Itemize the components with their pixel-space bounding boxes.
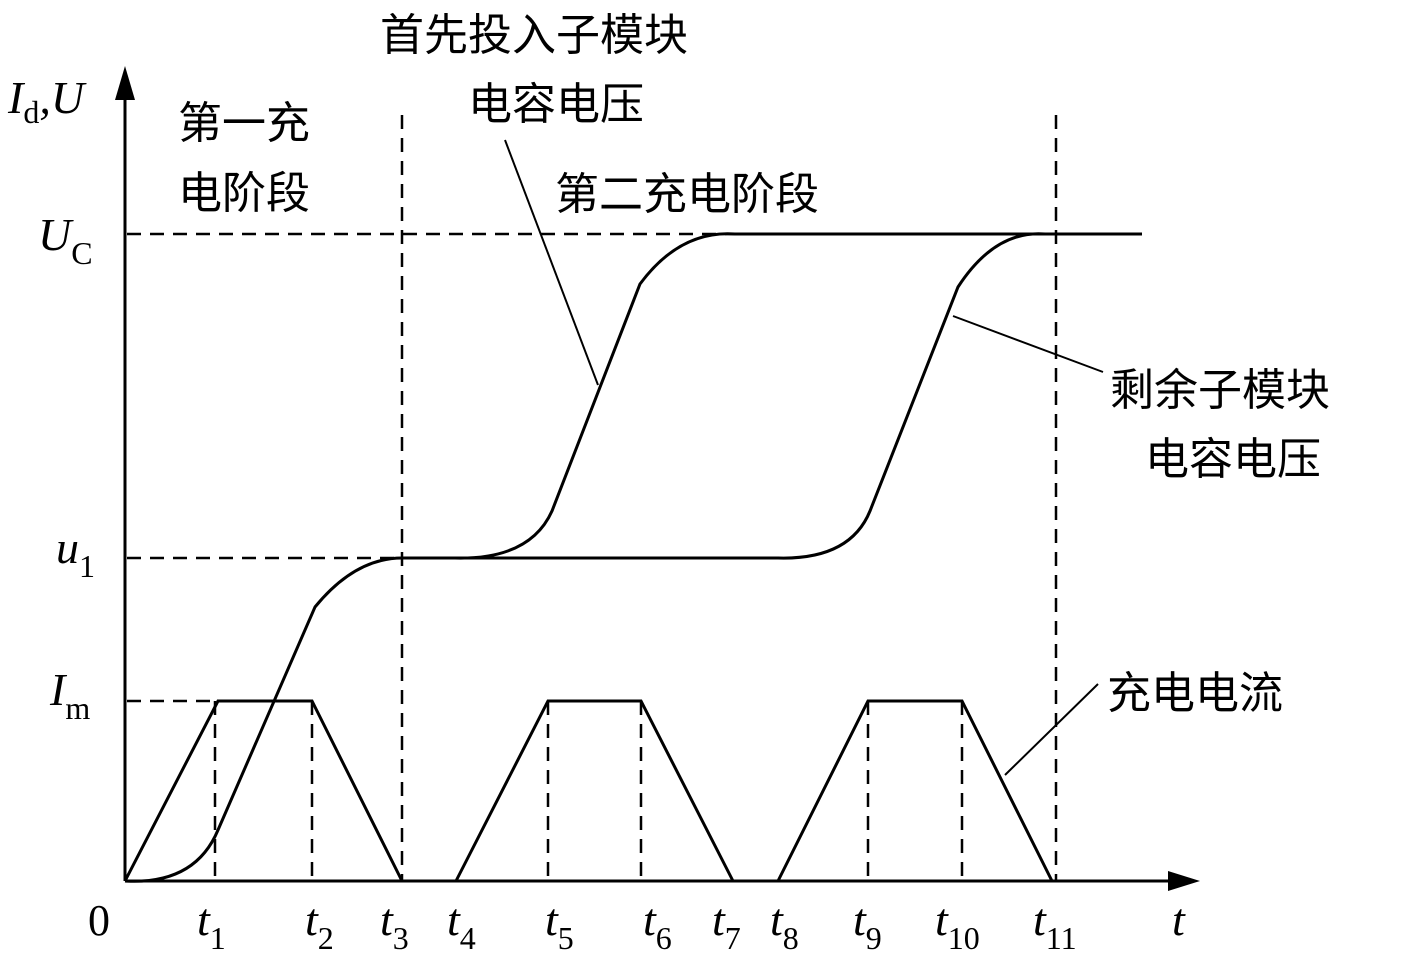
- first-module-voltage-curve: [402, 232, 1045, 560]
- x-tick-labels: t1 t2 t3 t4 t5 t6 t7 t8 t9 t10 t11: [197, 894, 1077, 956]
- x-tick-label-t11: t11: [1033, 894, 1077, 956]
- x-tick-label-t8: t8: [770, 894, 799, 956]
- x-axis-label: t: [1172, 894, 1186, 945]
- stage2-label: 第二充电阶段: [555, 169, 819, 220]
- first-stage-voltage-curve: [124, 556, 403, 883]
- remaining-module-leader: [952, 315, 1104, 373]
- origin-label: 0: [88, 896, 110, 945]
- x-tick-label-t6: t6: [643, 894, 672, 956]
- x-tick-label-t1: t1: [197, 894, 226, 956]
- current-pulse-1: [123, 699, 404, 882]
- x-tick-label-t7: t7: [712, 894, 741, 956]
- im-tick-label: Im: [49, 664, 90, 726]
- first-module-label-line1: 首先投入子模块: [380, 10, 688, 61]
- remaining-module-label-line1: 剩余子模块: [1110, 365, 1330, 416]
- stage1-label-line2: 电阶段: [178, 168, 310, 219]
- first-module-leader: [504, 139, 599, 386]
- current-pulse-3: [776, 699, 1054, 882]
- y-axis-arrow: [115, 66, 135, 100]
- x-axis-arrow: [1168, 871, 1200, 891]
- current-pulse-2: [454, 699, 735, 882]
- y-axis-label: Id,U: [7, 72, 87, 130]
- remaining-module-voltage-curve: [402, 232, 1142, 560]
- uc-tick-label: UC: [38, 209, 93, 271]
- x-tick-label-t5: t5: [545, 894, 574, 956]
- charging-current-label: 充电电流: [1107, 668, 1283, 719]
- x-tick-label-t3: t3: [380, 894, 409, 956]
- u1-tick-label: u1: [56, 522, 95, 584]
- charging-current-leader: [1004, 683, 1099, 776]
- x-tick-label-t4: t4: [447, 894, 476, 956]
- stage1-label-line1: 第一充: [178, 98, 310, 149]
- first-module-label-line2: 电容电压: [468, 79, 644, 130]
- x-tick-label-t9: t9: [853, 894, 882, 956]
- x-tick-label-t2: t2: [305, 894, 334, 956]
- x-tick-label-t10: t10: [935, 894, 980, 956]
- remaining-module-label-line2: 电容电压: [1145, 434, 1321, 485]
